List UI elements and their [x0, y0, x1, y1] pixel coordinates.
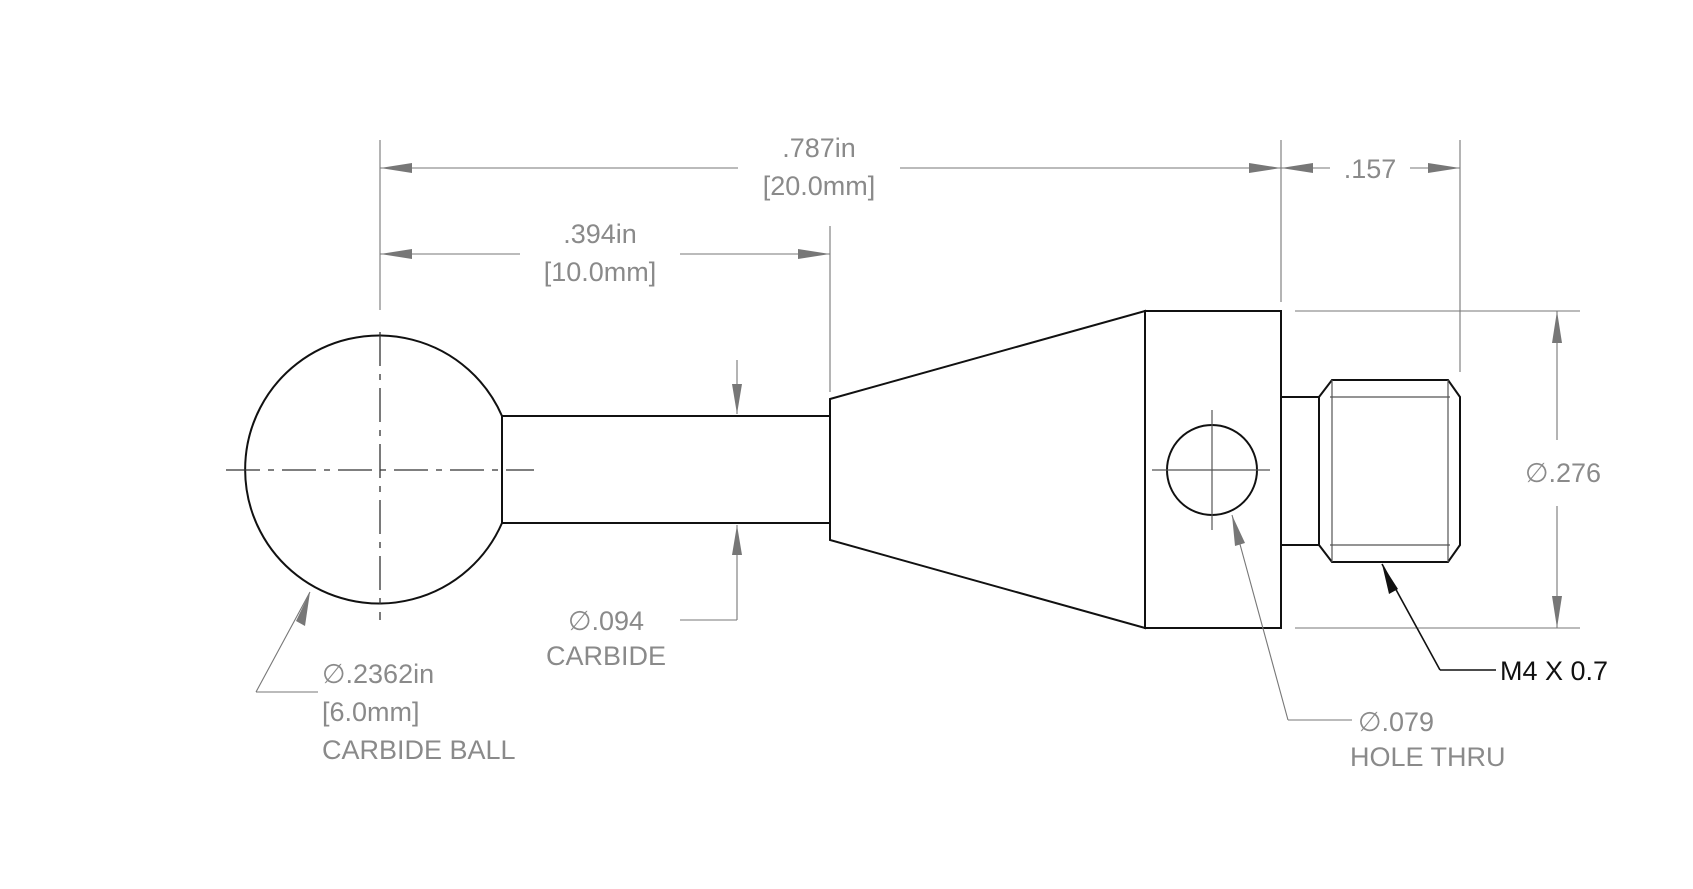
- stem-length-arrow-left: [380, 249, 412, 259]
- body-diameter-arrow-bottom: [1552, 596, 1562, 628]
- thread-neck: [1280, 396, 1320, 546]
- stem-diameter-value: ∅.094: [568, 606, 644, 636]
- ball-diameter-material: CARBIDE BALL: [322, 735, 516, 765]
- ball-diameter-leader-diagonal: [255, 591, 311, 693]
- center-lines: [226, 332, 1270, 620]
- body-diameter-value: ∅.276: [1525, 458, 1601, 488]
- overall-length-arrow-left: [380, 163, 412, 173]
- overall-length-inch: .787in: [782, 133, 856, 163]
- body-diameter-arrow-top: [1552, 311, 1562, 343]
- ball-diameter-mm: [6.0mm]: [322, 697, 420, 727]
- stylus-part: [244, 309, 1461, 630]
- ball-diameter-dimension: ∅.2362in [6.0mm] CARBIDE BALL: [255, 591, 516, 765]
- hole-diameter-arrow: [1232, 515, 1245, 546]
- thread-length-arrow-right: [1428, 163, 1460, 173]
- overall-length-mm: [20.0mm]: [763, 171, 876, 201]
- overall-length-dimension: .787in [20.0mm]: [380, 133, 1281, 201]
- stem-length-dimension: .394in [10.0mm]: [380, 219, 830, 287]
- thread-length-dimension: .157: [1281, 154, 1460, 184]
- taper-cone-outline: [829, 309, 1146, 630]
- thread-length-arrow-left: [1281, 163, 1313, 173]
- hole-diameter-dimension: ∅.079 HOLE THRU: [1231, 514, 1506, 772]
- extension-lines: [379, 140, 1580, 629]
- stem-length-inch: .394in: [563, 219, 637, 249]
- ball-diameter-inch: ∅.2362in: [322, 659, 434, 689]
- stem-diameter-arrow-bottom: [732, 525, 742, 555]
- thread-spec-callout: M4 X 0.7: [1381, 563, 1608, 686]
- hole-diameter-note: HOLE THRU: [1350, 742, 1506, 772]
- ball-diameter-arrow: [296, 592, 310, 626]
- thread-length-value: .157: [1344, 154, 1397, 184]
- stem-length-mm: [10.0mm]: [544, 257, 657, 287]
- overall-length-arrow-right: [1249, 163, 1281, 173]
- thread-spec-value: M4 X 0.7: [1500, 656, 1608, 686]
- hole-diameter-leader-diagonal: [1231, 514, 1289, 721]
- body-diameter-dimension: ∅.276: [1525, 311, 1601, 628]
- thread-spec-arrow: [1382, 564, 1398, 594]
- thread-outline: [1318, 379, 1461, 563]
- stem-diameter-dimension: ∅.094 CARBIDE: [546, 360, 742, 671]
- stem-diameter-material: CARBIDE: [546, 641, 666, 671]
- hole-diameter-value: ∅.079: [1358, 707, 1434, 737]
- stem-diameter-arrow-top: [732, 384, 742, 414]
- stem-length-arrow-right: [798, 249, 830, 259]
